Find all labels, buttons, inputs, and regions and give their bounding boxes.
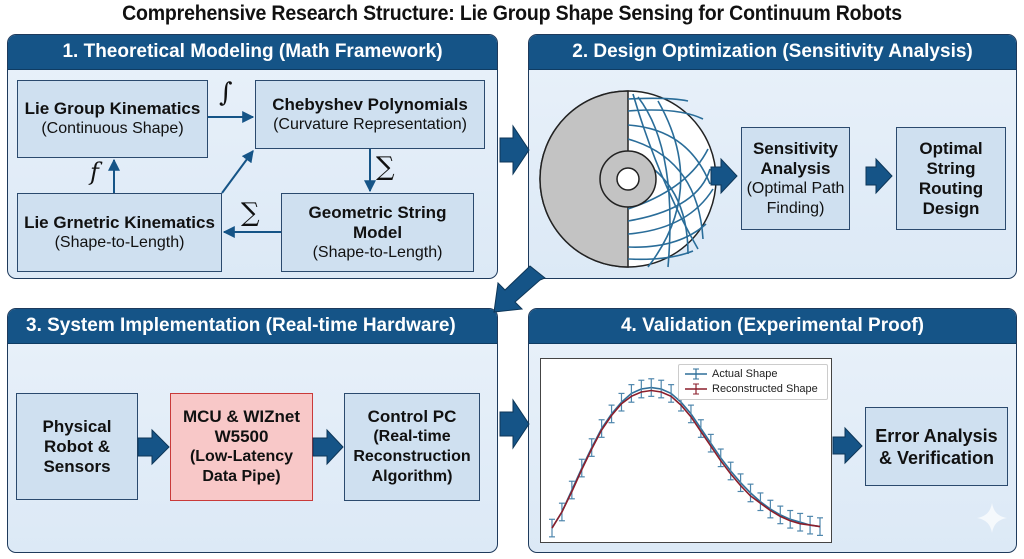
box-subtitle: (Low-Latency Data Pipe) — [189, 448, 294, 485]
legend-label-actual: Actual Shape — [712, 368, 778, 380]
sum-symbol-left: ∑ — [241, 198, 260, 228]
box-physical-robot: Physical Robot & Sensors — [16, 393, 138, 500]
box-title: Lie Grnetric Kinematics — [24, 212, 215, 232]
box-title: Error Analysis & Verification — [875, 425, 998, 468]
legend-marker-reconstructed — [685, 383, 707, 395]
legend-marker-actual — [685, 368, 707, 380]
box-geometric-string-model: Geometric String Model (Shape-to-Length) — [281, 193, 474, 272]
error-bar — [707, 433, 714, 453]
box-optimal-string-routing: Optimal String Routing Design — [896, 127, 1006, 230]
box-subtitle: (Shape-to-Length) — [312, 243, 443, 261]
sum-symbol-down: ∑ — [376, 152, 395, 182]
error-bar — [628, 384, 635, 403]
box-subtitle: (Real-time Reconstruction Algorithm) — [353, 428, 471, 485]
box-title: Chebyshev Polynomials — [272, 94, 468, 114]
legend-label-reconstructed: Reconstructed Shape — [712, 383, 818, 395]
function-symbol: f — [90, 158, 99, 186]
box-error-analysis: Error Analysis & Verification — [865, 407, 1008, 486]
box-title: Geometric String Model — [308, 202, 447, 242]
chart-legend: Actual Shape Reconstructed Shape — [678, 364, 828, 400]
integral-symbol: ∫ — [219, 78, 233, 108]
error-bar — [658, 379, 665, 399]
box-subtitle: (Shape-to-Length) — [54, 233, 185, 251]
panel-header: 3. System Implementation (Real-time Hard… — [8, 309, 497, 344]
error-bar — [727, 461, 734, 481]
error-bar — [687, 404, 694, 424]
error-bar — [608, 404, 615, 424]
panel-header: 2. Design Optimization (Sensitivity Anal… — [529, 35, 1016, 70]
box-title: Sensitivity Analysis — [752, 138, 839, 178]
box-subtitle: (Optimal Path Finding) — [746, 179, 845, 217]
box-title: MCU & WIZnet W5500 — [182, 407, 301, 446]
legend-item-reconstructed: Reconstructed Shape — [685, 383, 818, 395]
box-lie-grnetric-kinematics: Lie Grnetric Kinematics (Shape-to-Length… — [17, 193, 222, 272]
error-bar — [797, 512, 804, 532]
box-title: Control PC — [367, 407, 457, 426]
box-lie-group-kinematics: Lie Group Kinematics (Continuous Shape) — [17, 80, 208, 158]
error-bar — [737, 473, 744, 493]
error-bar — [638, 379, 645, 399]
arrow-grnetric-to-chebyshev — [221, 150, 254, 194]
error-bar — [767, 499, 774, 519]
error-bar — [777, 505, 784, 525]
box-subtitle: (Curvature Representation) — [273, 115, 467, 133]
page-title: Comprehensive Research Structure: Lie Gr… — [122, 2, 902, 25]
box-sensitivity-analysis: Sensitivity Analysis (Optimal Path Findi… — [741, 127, 850, 230]
box-chebyshev-polynomials: Chebyshev Polynomials (Curvature Represe… — [255, 80, 485, 149]
box-mcu-w5500: MCU & WIZnet W5500 (Low-Latency Data Pip… — [170, 393, 313, 501]
error-bar — [618, 392, 625, 412]
panel-header: 4. Validation (Experimental Proof) — [529, 309, 1016, 344]
box-control-pc: Control PC (Real-time Reconstruction Alg… — [344, 393, 480, 501]
error-bar — [668, 384, 675, 403]
legend-item-actual: Actual Shape — [685, 368, 777, 380]
series-line-reconstructed — [551, 389, 821, 529]
cross-section-diagram — [539, 90, 717, 268]
error-bar — [648, 378, 655, 397]
error-bar — [697, 419, 704, 438]
error-bar — [757, 492, 764, 512]
panel-header: 1. Theoretical Modeling (Math Framework) — [8, 35, 497, 70]
box-title: Physical Robot & Sensors — [42, 416, 112, 476]
error-bar — [747, 483, 754, 503]
error-bar — [787, 509, 794, 529]
sparkle-watermark-icon — [977, 503, 1007, 533]
error-bar — [817, 517, 823, 536]
box-title: Optimal String Routing Design — [918, 138, 984, 218]
error-bar — [717, 448, 724, 468]
box-subtitle: (Continuous Shape) — [41, 120, 184, 137]
box-title: Lie Group Kinematics — [24, 99, 201, 118]
validation-chart — [549, 378, 823, 538]
